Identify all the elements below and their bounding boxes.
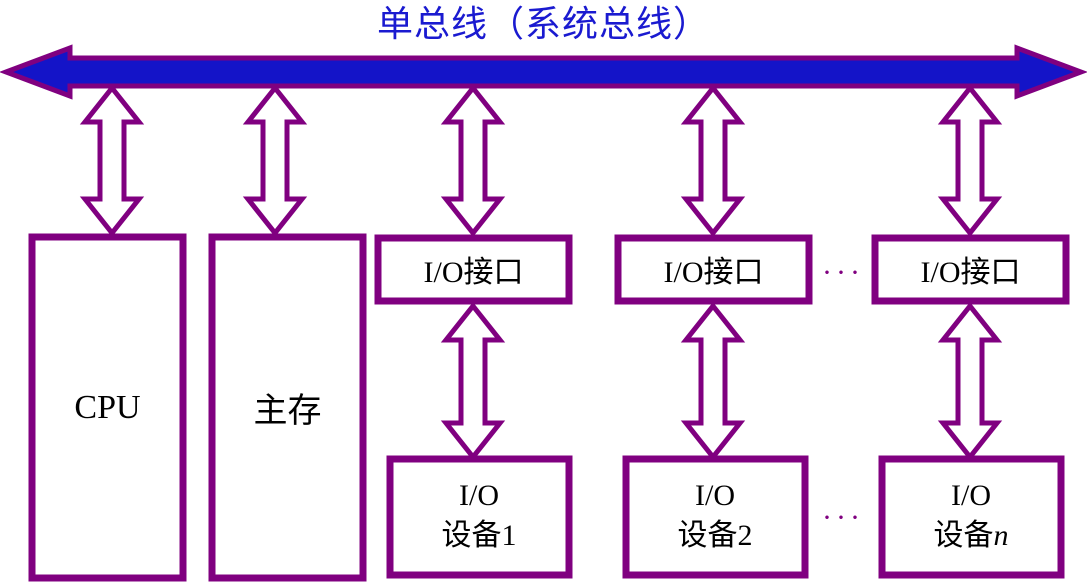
io-device-box-2[interactable] <box>622 455 809 579</box>
io-device-box-n[interactable] <box>878 455 1065 579</box>
io-device-box-1[interactable] <box>386 455 573 579</box>
system-bus <box>0 44 1087 100</box>
io-interface-box-n[interactable] <box>871 234 1070 305</box>
io-interface-2-bus-link <box>680 83 746 238</box>
io-interface-n-bus-link <box>937 83 1003 238</box>
io-interface-2-device-2-link <box>680 301 746 462</box>
io-interface-n-device-n-link <box>937 301 1003 462</box>
io-interface-1-device-1-link <box>440 301 506 462</box>
io-interface-1-bus-link <box>440 83 506 238</box>
io-interface-box-2[interactable] <box>614 234 813 305</box>
cpu-box[interactable] <box>28 233 187 582</box>
memory-bus-link <box>242 83 308 238</box>
system-bus-arrow <box>0 44 1087 100</box>
io-interface-box-1[interactable] <box>374 234 573 305</box>
memory-box[interactable] <box>208 233 367 582</box>
cpu-bus-link <box>79 83 145 238</box>
